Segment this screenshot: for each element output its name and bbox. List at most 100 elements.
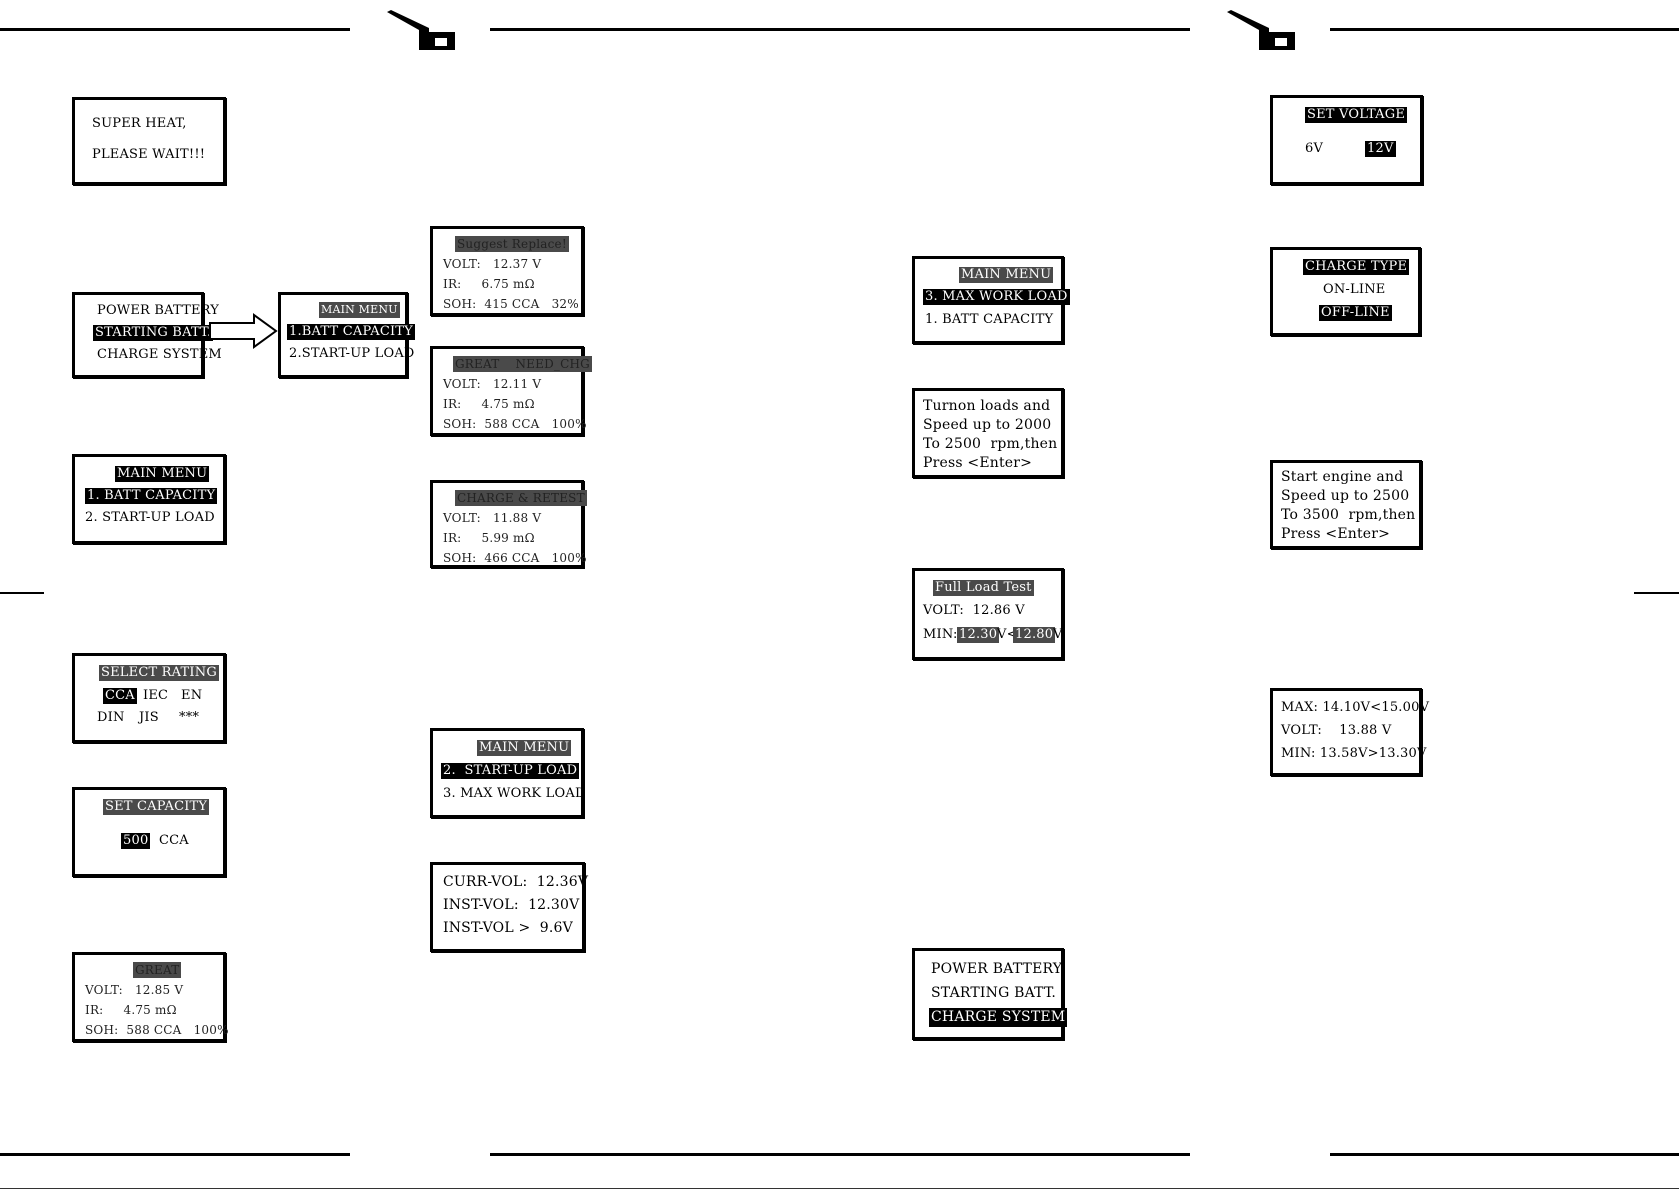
- instruction-line: Speed up to 2000: [923, 417, 1052, 433]
- lcd-title: SET CAPACITY: [103, 799, 210, 815]
- flow-arrow-icon: [209, 313, 278, 349]
- lcd-title: MAIN MENU: [319, 302, 400, 318]
- lcd-line: 2.START-UP LOAD: [289, 346, 415, 361]
- startup-current-voltage: CURR-VOL: 12.36V: [443, 874, 589, 890]
- full-load-min-measured: 12.30: [957, 627, 1000, 643]
- lcd-title: MAIN MENU: [477, 740, 572, 756]
- side-tick-right: [1634, 592, 1679, 594]
- result-soh: SOH: 466 CCA 100%: [443, 551, 587, 565]
- lcd-line: POWER BATTERY: [97, 303, 220, 318]
- bottom-rule-right: [1330, 1153, 1679, 1156]
- capacity-value: 500: [121, 833, 151, 849]
- lcd-title: MAIN MENU: [959, 267, 1054, 283]
- lcd-battery-type: POWER BATTERY STARTING BATT. CHARGE SYST…: [72, 292, 222, 378]
- lcd-title: SELECT RATING: [99, 665, 219, 681]
- result-status: Suggest Replace!: [455, 236, 569, 252]
- lcd-line: STARTING BATT.: [931, 985, 1057, 1001]
- lcd-title: MAIN MENU: [115, 466, 210, 482]
- lcd-title: CHARGE TYPE: [1303, 259, 1410, 275]
- lcd-result-replace: Suggest Replace! VOLT: 12.37 V IR: 6.75 …: [430, 226, 584, 316]
- lcd-line-selected: STARTING BATT.: [93, 325, 214, 341]
- lcd-main-menu-c: MAIN MENU 2. START-UP LOAD 3. MAX WORK L…: [430, 728, 586, 818]
- rating-option: EN: [181, 688, 203, 703]
- lcd-line: 3. MAX WORK LOAD: [443, 786, 586, 801]
- charge-volt: VOLT: 13.88 V: [1281, 723, 1392, 738]
- charge-min: MIN: 13.58V>13.30V: [1281, 746, 1427, 761]
- lcd-line-selected: 1. BATT CAPACITY: [85, 488, 218, 504]
- result-status: CHARGE & RETEST: [455, 490, 587, 506]
- lcd-line: PLEASE WAIT!!!: [92, 147, 206, 162]
- result-status: GREAT: [133, 962, 182, 978]
- lcd-turn-on-loads: Turnon loads and Speed up to 2000 To 250…: [912, 388, 1064, 478]
- lcd-select-rating: SELECT RATING CCA IEC EN DIN JIS ***: [72, 653, 226, 743]
- result-soh: SOH: 588 CCA 100%: [443, 417, 587, 431]
- lcd-main-menu-a: MAIN MENU 1.BATT CAPACITY 2.START-UP LOA…: [278, 292, 415, 378]
- rating-option: DIN: [97, 710, 125, 725]
- lcd-main-menu-b: MAIN MENU 1. BATT CAPACITY 2. START-UP L…: [72, 454, 226, 544]
- result-ir: IR: 5.99 mΩ: [443, 531, 535, 545]
- side-tick-left: [0, 592, 44, 594]
- capacity-unit: CCA: [159, 833, 189, 848]
- brand-logo-icon: [1227, 10, 1295, 50]
- lcd-line: 1. BATT CAPACITY: [925, 312, 1054, 327]
- instruction-line: Turnon loads and: [923, 398, 1051, 414]
- lcd-line-selected: 1.BATT CAPACITY: [287, 324, 415, 340]
- lcd-super-heat: SUPER HEAT, PLEASE WAIT!!!: [72, 97, 226, 185]
- top-rule-right: [1330, 28, 1679, 31]
- instruction-line: Press <Enter>: [1281, 526, 1391, 542]
- lcd-line: POWER BATTERY: [931, 961, 1063, 977]
- lcd-line: CHARGE SYSTEM: [97, 347, 222, 362]
- result-ir: IR: 4.75 mΩ: [443, 397, 535, 411]
- page-bottom-line: [0, 1188, 1679, 1189]
- instruction-line: Speed up to 2500: [1281, 488, 1410, 504]
- lcd-line: SUPER HEAT,: [92, 116, 187, 131]
- lcd-result-retest: CHARGE & RETEST VOLT: 11.88 V IR: 5.99 m…: [430, 480, 587, 568]
- charge-type-option-selected: OFF-LINE: [1319, 305, 1392, 321]
- instruction-line: Press <Enter>: [923, 455, 1033, 471]
- full-load-volt: VOLT: 12.86 V: [923, 603, 1025, 618]
- lcd-line-selected: 2. START-UP LOAD: [441, 763, 580, 779]
- brand-logo-icon: [387, 10, 455, 50]
- full-load-min-label: MIN:: [923, 627, 958, 642]
- result-volt: VOLT: 11.88 V: [443, 511, 542, 525]
- charge-max: MAX: 14.10V<15.00V: [1281, 700, 1430, 715]
- top-rule-middle: [490, 28, 1190, 31]
- result-volt: VOLT: 12.85 V: [85, 983, 184, 997]
- instruction-line: To 3500 rpm,then: [1281, 507, 1416, 523]
- lcd-set-capacity: SET CAPACITY 500 CCA: [72, 787, 226, 877]
- lcd-line-selected: CHARGE SYSTEM: [929, 1008, 1068, 1027]
- lcd-result-great: GREAT VOLT: 12.85 V IR: 4.75 mΩ SOH: 588…: [72, 952, 229, 1042]
- rating-option-selected: CCA: [103, 688, 137, 704]
- lcd-set-voltage: SET VOLTAGE 6V 12V: [1270, 95, 1423, 185]
- full-load-min-unit: V: [1053, 627, 1063, 642]
- rating-option: IEC: [143, 688, 169, 703]
- bottom-rule-middle: [490, 1153, 1190, 1156]
- instruction-line: Start engine and: [1281, 469, 1404, 485]
- startup-instant-voltage: INST-VOL: 12.30V: [443, 897, 580, 913]
- top-rule-left: [0, 28, 350, 31]
- result-volt: VOLT: 12.11 V: [443, 377, 542, 391]
- charge-type-option: ON-LINE: [1323, 282, 1386, 297]
- lcd-main-menu-d: MAIN MENU 3. MAX WORK LOAD 1. BATT CAPAC…: [912, 256, 1070, 344]
- lcd-result-need-chg: GREAT NEED_CHG VOLT: 12.11 V IR: 4.75 mΩ…: [430, 346, 592, 436]
- rating-option: JIS: [139, 710, 159, 725]
- lcd-startup-result: CURR-VOL: 12.36V INST-VOL: 12.30V INST-V…: [430, 862, 589, 952]
- lcd-title: SET VOLTAGE: [1305, 107, 1408, 123]
- result-soh: SOH: 588 CCA 100%: [85, 1023, 229, 1037]
- lcd-charge-type: CHARGE TYPE ON-LINE OFF-LINE: [1270, 247, 1421, 336]
- result-volt: VOLT: 12.37 V: [443, 257, 542, 271]
- lcd-start-engine: Start engine and Speed up to 2500 To 350…: [1270, 460, 1422, 549]
- bottom-rule-left: [0, 1153, 350, 1156]
- full-load-min-compare: V<: [997, 627, 1018, 642]
- result-ir: IR: 6.75 mΩ: [443, 277, 535, 291]
- full-load-min-threshold: 12.80: [1013, 627, 1056, 643]
- result-soh: SOH: 415 CCA 32%: [443, 297, 579, 311]
- voltage-option: 6V: [1305, 141, 1324, 156]
- lcd-line-selected: 3. MAX WORK LOAD: [923, 289, 1070, 305]
- result-status: GREAT NEED_CHG: [453, 356, 592, 372]
- result-ir: IR: 4.75 mΩ: [85, 1003, 177, 1017]
- lcd-full-load-test: Full Load Test VOLT: 12.86 V MIN: 12.30 …: [912, 568, 1064, 660]
- startup-threshold: INST-VOL > 9.6V: [443, 920, 573, 936]
- rating-option: ***: [179, 710, 200, 725]
- lcd-line: 2. START-UP LOAD: [85, 510, 215, 525]
